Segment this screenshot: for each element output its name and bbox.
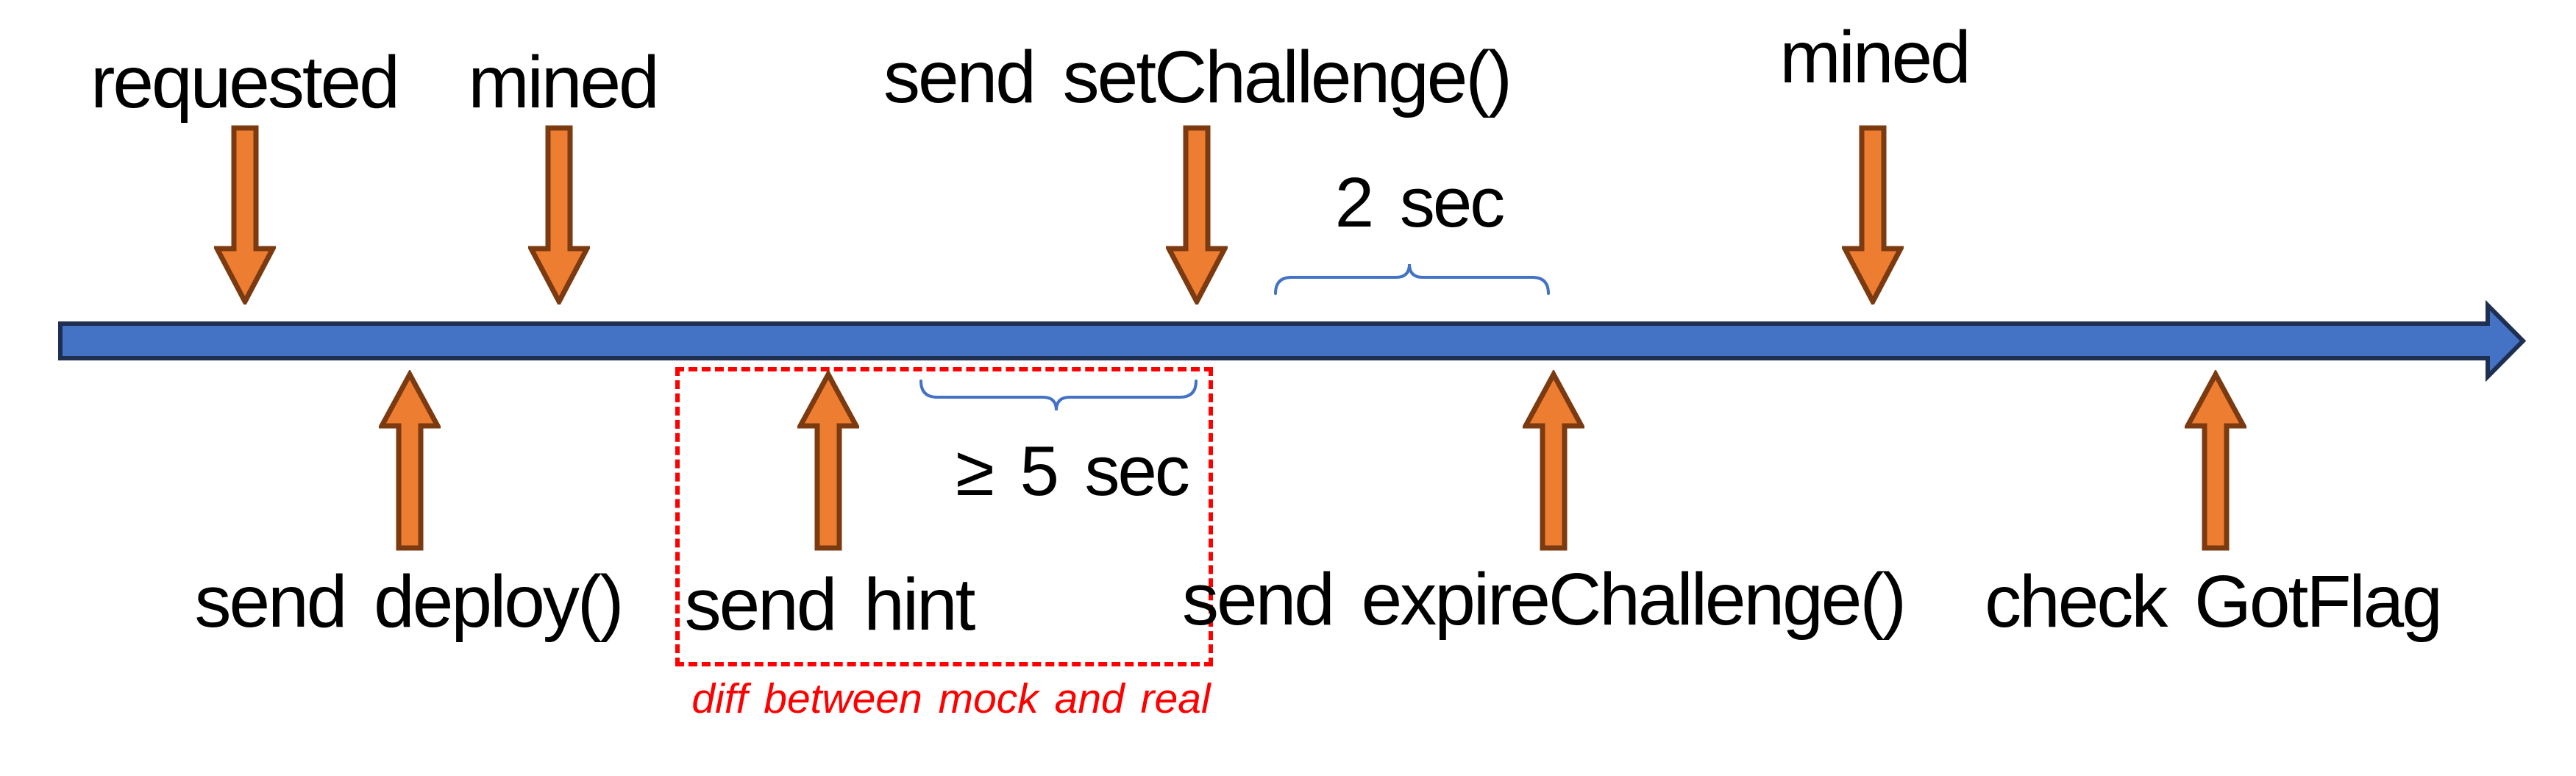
send-setchallenge-down-arrow-icon <box>1166 125 1228 305</box>
diff-highlight-box <box>675 367 1213 666</box>
send-hint-up-arrow-icon <box>797 370 859 551</box>
five-sec-brace <box>919 380 1198 411</box>
diff-note: diff between mock and real <box>691 675 1211 722</box>
event-label-requested: requested <box>90 41 400 124</box>
event-label-mined-2: mined <box>1779 16 1971 99</box>
send-deploy-up-arrow-icon <box>379 370 441 551</box>
event-label-check-gotflag: check GotFlag <box>1985 560 2443 643</box>
check-gotflag-up-arrow-icon <box>2185 370 2246 551</box>
timeline-arrow <box>58 299 2527 382</box>
two-sec-brace <box>1274 263 1550 295</box>
event-label-send-hint: send hint <box>684 563 976 646</box>
event-label-mined-1: mined <box>468 41 659 124</box>
event-label-send-setchallenge: send setChallenge() <box>883 36 1512 118</box>
interval-label-two-sec: 2 sec <box>1334 163 1505 242</box>
send-expirechallenge-up-arrow-icon <box>1523 370 1584 551</box>
mined-2-down-arrow-icon <box>1842 125 1904 305</box>
requested-down-arrow-icon <box>214 125 276 305</box>
mined-down-arrow-icon <box>528 125 590 305</box>
interval-label-five-sec: ≥ 5 sec <box>956 432 1190 510</box>
event-label-send-expirechallenge: send expireChallenge() <box>1182 558 1907 641</box>
event-label-send-deploy: send deploy() <box>194 560 625 643</box>
